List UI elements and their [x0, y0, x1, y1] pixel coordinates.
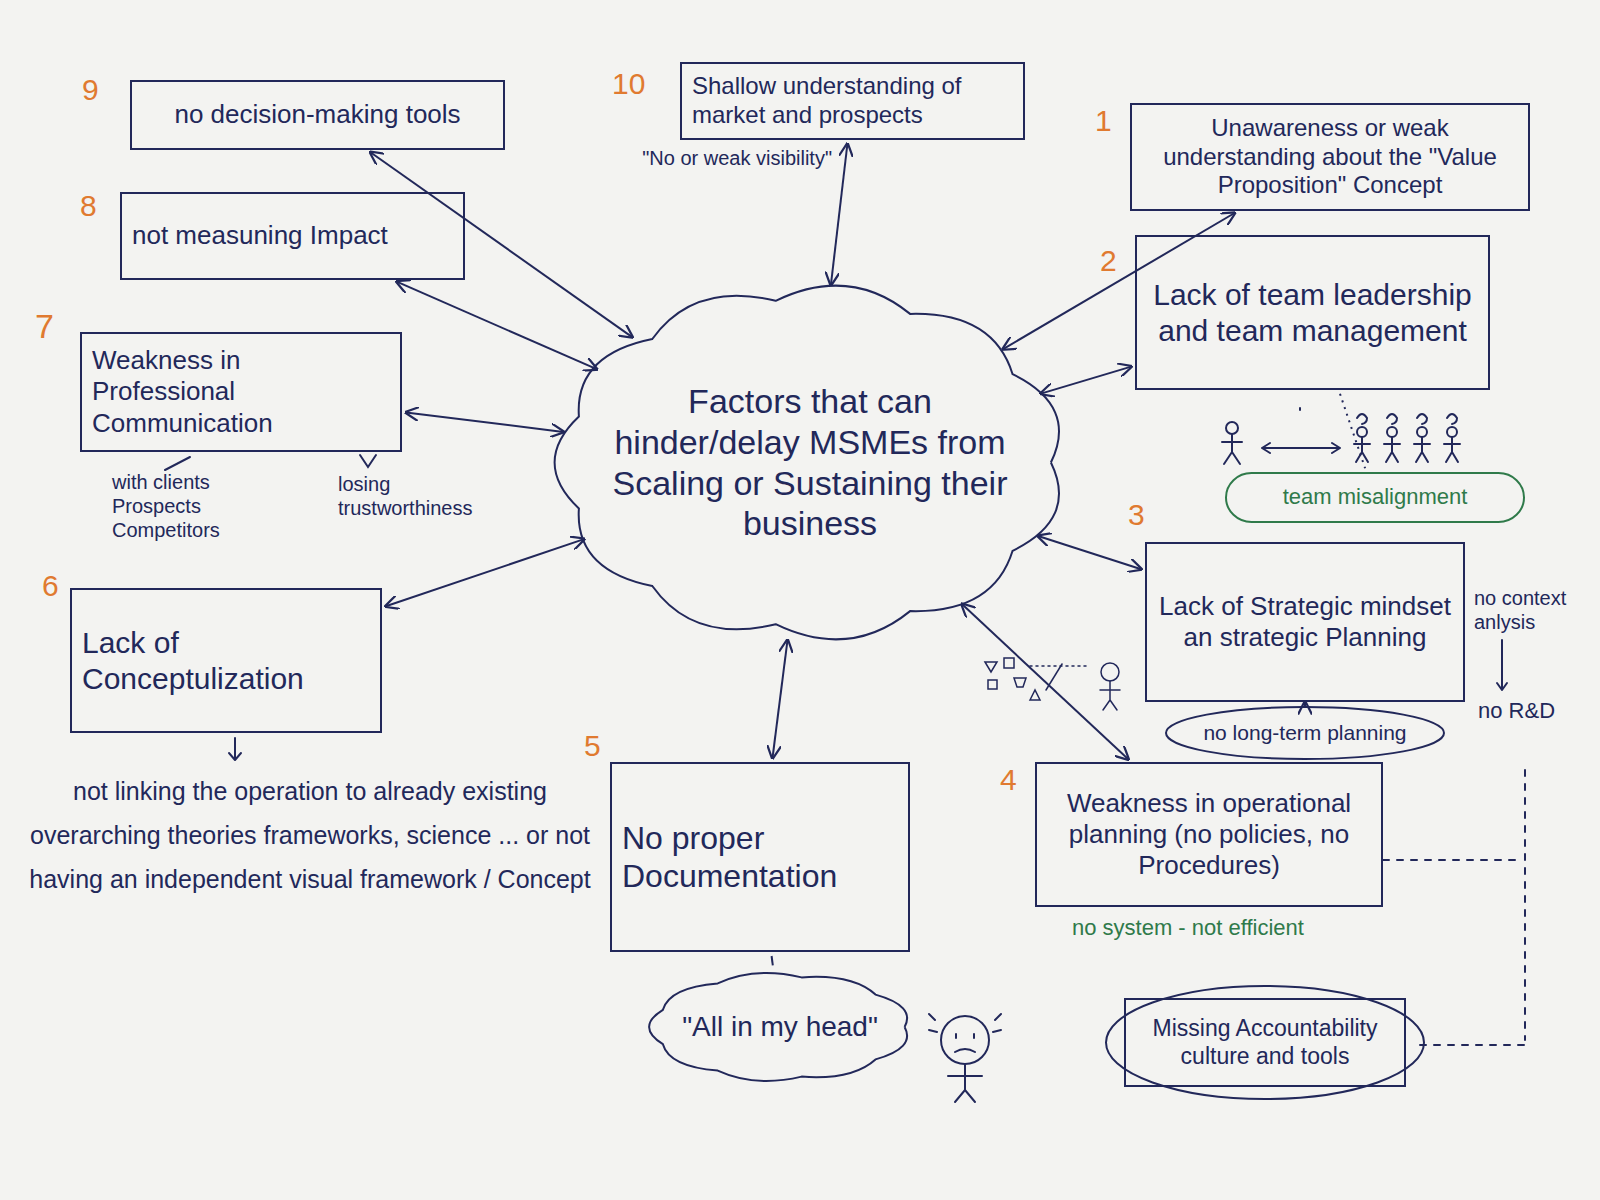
leader-arrow	[229, 738, 241, 760]
accountability-box: Missing Accountability culture and tools	[1105, 985, 1425, 1100]
central-cloud-outline	[545, 275, 1075, 650]
callout-number: 3	[1128, 497, 1145, 533]
factor-box: Lack of Conceptulization	[70, 588, 382, 733]
factor-box: no decision-making tools	[130, 80, 505, 150]
callout-number: 5	[584, 728, 601, 764]
connector	[773, 640, 788, 758]
callout-number: 2	[1100, 243, 1117, 279]
node-text: no long-term planning	[1189, 720, 1421, 745]
thought-cloud: "All in my head"	[640, 965, 920, 1089]
connector	[386, 539, 584, 606]
node-text: Unawareness or weak understanding about …	[1142, 114, 1518, 200]
node-text: No proper Documentation	[622, 819, 898, 896]
note: with clients Prospects Competitors	[112, 470, 282, 542]
factor-box-outline	[70, 588, 382, 733]
connector	[1038, 536, 1141, 569]
leader-line	[165, 457, 190, 470]
node-text: Shallow understanding of market and pros…	[692, 72, 1013, 130]
node-text: Lack of Conceptulization	[82, 625, 370, 697]
node-text: Missing Accountability culture and tools	[1129, 1015, 1401, 1070]
note-oval: team misalignment	[1225, 472, 1525, 523]
node-text: not measuning Impact	[132, 220, 453, 251]
node-text: "All in my head"	[665, 1010, 895, 1044]
node-text: Weakness in operational planning (no pol…	[1047, 788, 1371, 882]
worried-figure	[929, 1014, 1001, 1102]
leader-arrow	[360, 455, 376, 467]
node-text: Lack of team leadership and team managem…	[1147, 277, 1478, 349]
factor-box: Weakness in operational planning (no pol…	[1035, 762, 1383, 907]
note: losing trustworthiness	[338, 472, 518, 520]
dotted-link	[1299, 408, 1301, 414]
connector	[397, 282, 597, 370]
factor-box: No proper Documentation	[610, 762, 910, 952]
factor-box: Weakness in Professional Communication	[80, 332, 402, 452]
connector	[406, 412, 563, 432]
callout-number: 6	[42, 568, 59, 604]
connector	[370, 152, 632, 337]
connector	[772, 956, 773, 965]
callout-number: 10	[612, 66, 645, 102]
factor-box: Lack of Strategic mindset an strategic P…	[1145, 542, 1465, 702]
factor-box-outline	[610, 762, 910, 952]
factor-box: Unawareness or weak understanding about …	[1130, 103, 1530, 211]
down-arrow	[1497, 640, 1507, 690]
factor-box: not measuning Impact	[120, 192, 465, 280]
callout-number: 8	[80, 188, 97, 224]
node-text: team misalignment	[1249, 484, 1501, 510]
connector	[831, 144, 848, 285]
note: "No or weak visibility"	[610, 146, 832, 170]
callout-number: 9	[82, 72, 99, 108]
factor-box: Lack of team leadership and team managem…	[1135, 235, 1490, 390]
node-text: Factors that can hinder/delay MSMEs from…	[605, 381, 1015, 544]
scattered-shapes	[985, 658, 1120, 710]
node-text: Lack of Strategic mindset an strategic P…	[1157, 591, 1453, 653]
factor-box-outline	[1135, 235, 1490, 390]
central-cloud: Factors that can hinder/delay MSMEs from…	[545, 275, 1075, 650]
connector	[962, 604, 1128, 759]
callout-number: 1	[1095, 103, 1112, 139]
connector	[1041, 367, 1131, 394]
note: not linking the operation to already exi…	[25, 770, 595, 901]
note: no system - not efficient	[1072, 915, 1462, 941]
connector	[1340, 394, 1365, 469]
note-oval: no long-term planning	[1165, 706, 1445, 760]
leader-figure	[1222, 422, 1242, 464]
double-arrow	[1262, 443, 1340, 453]
factor-box: Shallow understanding of market and pros…	[680, 62, 1025, 140]
callout-number: 4	[1000, 762, 1017, 798]
team-figures	[1354, 414, 1460, 462]
callout-number: 7	[35, 306, 54, 347]
note: no R&D	[1478, 698, 1568, 724]
node-text: Weakness in Professional Communication	[92, 345, 390, 439]
note: no context anlysis	[1474, 586, 1586, 634]
connector	[1304, 702, 1306, 706]
node-text: no decision-making tools	[142, 99, 493, 130]
